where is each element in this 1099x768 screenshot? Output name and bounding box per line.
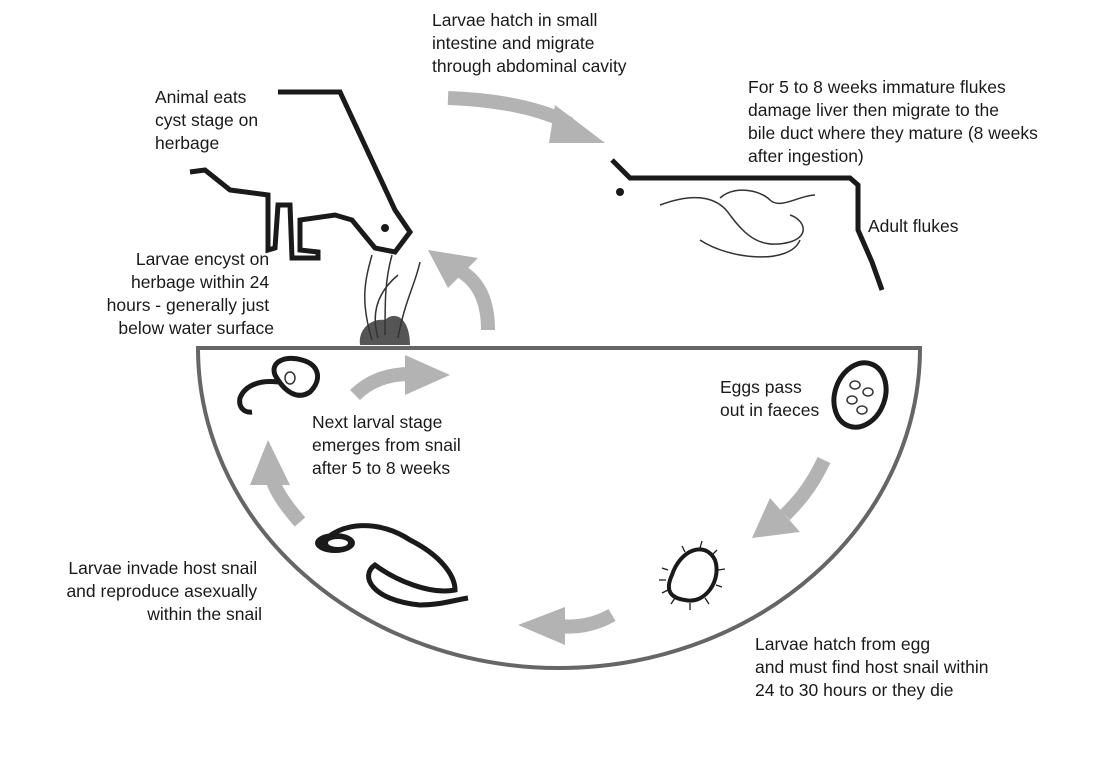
- label-larvae-hatch-egg: Larvae hatch from egg and must find host…: [755, 634, 993, 700]
- label-animal-eats: Animal eats cyst stage on herbage: [155, 87, 263, 153]
- grazing-animal-icon: [189, 89, 414, 261]
- egg-icon: [831, 360, 889, 430]
- miracidium-icon: [659, 540, 726, 610]
- snail-icon: [315, 523, 469, 608]
- arrow-to-animal: [457, 266, 495, 331]
- label-larvae-hatch-intestine: Larvae hatch in small intestine and migr…: [432, 10, 627, 76]
- water-bowl: [195, 346, 923, 670]
- label-immature-flukes: For 5 to 8 weeks immature flukes damage …: [748, 77, 1043, 166]
- label-larvae-invade: Larvae invade host snail and reproduce a…: [66, 558, 262, 624]
- arrow-to-snail: [559, 608, 616, 634]
- herbage-icon: [359, 254, 421, 345]
- arrow-to-cow: [447, 91, 574, 131]
- label-next-larval-stage: Next larval stage emerges from snail aft…: [312, 412, 466, 478]
- arrow-emerge: [350, 367, 411, 401]
- arrow-to-eggs: [780, 456, 831, 520]
- cow-icon: [610, 158, 885, 291]
- cycle-arrows: [250, 91, 831, 645]
- label-adult-flukes: Adult flukes: [868, 216, 959, 236]
- label-eggs-pass: Eggs pass out in faeces: [720, 377, 819, 420]
- cercaria-icon: [237, 355, 320, 415]
- label-larvae-encyst: Larvae encyst on herbage within 24 hours…: [107, 249, 274, 338]
